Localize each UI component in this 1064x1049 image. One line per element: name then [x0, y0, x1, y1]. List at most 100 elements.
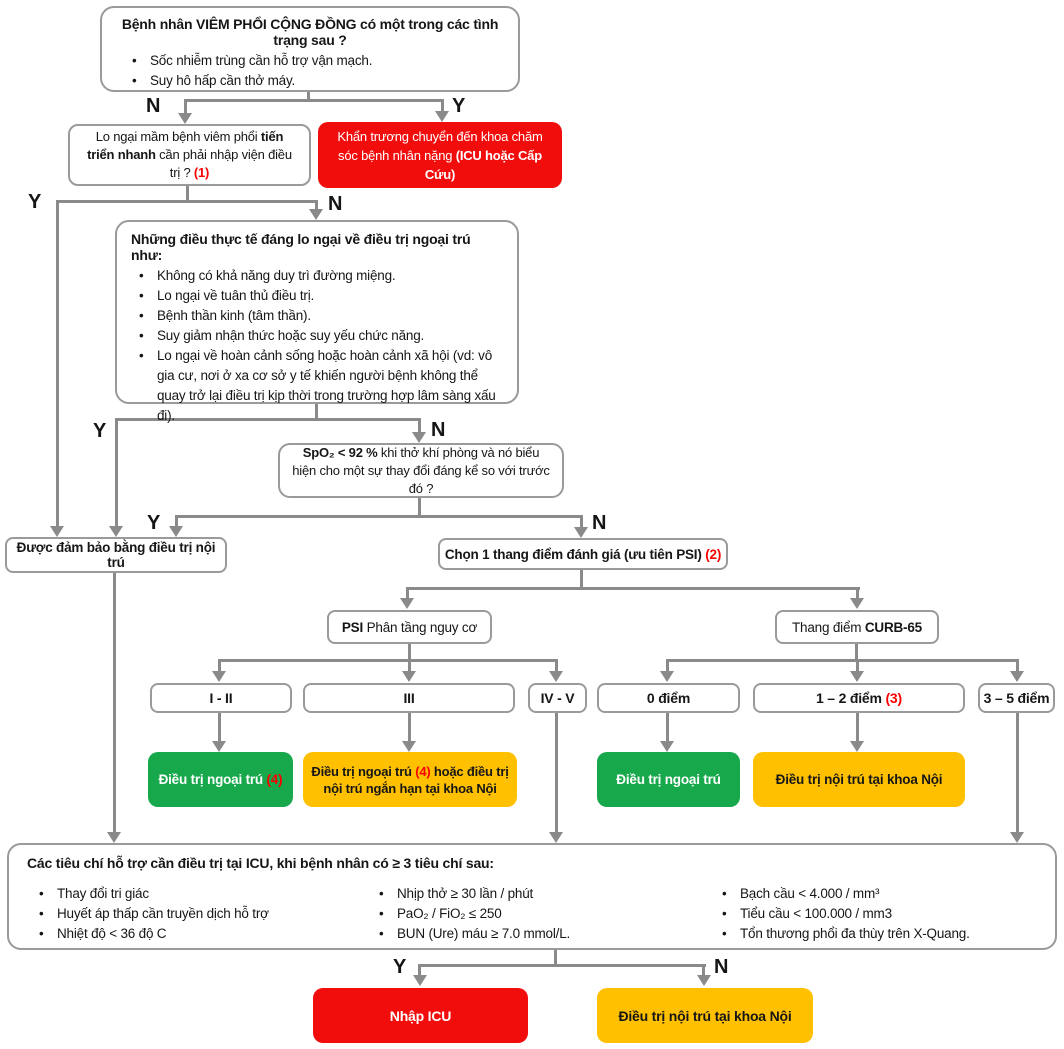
connector [56, 200, 318, 203]
arrow-down-icon [107, 832, 121, 843]
arrow-down-icon [309, 209, 323, 220]
node-label: I - II [209, 690, 233, 706]
node-psi-header: PSI Phân tầng nguy cơ [327, 610, 492, 644]
connector [418, 418, 421, 434]
connector [408, 711, 411, 742]
node-outcome-inpatient-ward-curb: Điều trị nội trú tại khoa Nội [753, 752, 965, 807]
connector [115, 418, 118, 527]
list-item: Sốc nhiễm trùng cần hỗ trợ vận mạch. [124, 51, 504, 71]
text-part-bold: PSI [341, 619, 364, 635]
arrow-down-icon [549, 832, 563, 843]
arrow-down-icon [850, 671, 864, 682]
arrow-down-icon [435, 111, 449, 122]
node-curb-3-5: 3 – 5 điểm [978, 683, 1055, 713]
arrow-down-icon [212, 671, 226, 682]
list-item: Tổn thương phổi đa thùy trên X-Quang. [714, 924, 1054, 944]
arrow-down-icon [400, 598, 414, 609]
footnote-ref: (4) [415, 763, 431, 779]
text-part: Thang điểm [792, 619, 865, 635]
footnote-ref: (2) [705, 546, 722, 562]
arrow-down-icon [413, 975, 427, 986]
connector [441, 99, 444, 113]
node-outcome-outpatient-psi: Điều trị ngoại trú (4) [148, 752, 293, 807]
connector [218, 659, 221, 673]
connector [856, 659, 859, 673]
arrow-down-icon [212, 741, 226, 752]
node-outpatient-concerns: Những điều thực tế đáng lo ngại về điều … [115, 220, 519, 423]
connector [666, 659, 669, 673]
node-label: Điều trị ngoại trú [158, 772, 267, 787]
text-part: khi thở khí phòng và nó biểu hiện cho mộ… [292, 444, 550, 496]
node-rapid-progression-question: Lo ngại mầm bệnh viêm phổi tiến triển nh… [68, 124, 311, 186]
node-label: hoặc điều trị nội trú ngắn hạn tại khoa … [323, 763, 509, 796]
arrow-down-icon [402, 671, 416, 682]
connector [184, 99, 187, 115]
text-part: Lo ngại mầm bệnh viêm phổi [95, 129, 261, 144]
node-label: Điều trị nội trú tại khoa Nội [775, 772, 943, 787]
node-psi-class-3: III [303, 683, 515, 713]
node-title: Các tiêu chí hỗ trợ cần điều trị tại ICU… [27, 855, 494, 871]
list-item: Bạch cầu < 4.000 / mm³ [714, 884, 1054, 904]
node-label: Nhập ICU [389, 1007, 452, 1024]
list-item: PaO₂ / FiO₂ ≤ 250 [371, 904, 691, 924]
connector [554, 948, 557, 967]
arrow-down-icon [178, 113, 192, 124]
connector [666, 659, 1019, 662]
node-label: Điều trị ngoại trú [616, 772, 721, 787]
connector [113, 571, 116, 834]
connector [580, 515, 583, 529]
footnote-ref: (4) [266, 772, 283, 787]
list-item: Nhịp thở ≥ 30 lần / phút [371, 884, 691, 904]
connector [175, 515, 178, 527]
node-psi-class-1-2: I - II [150, 683, 292, 713]
edge-label-no: N [328, 193, 343, 215]
list-item: Lo ngại về tuân thủ điều trị. [131, 286, 503, 306]
node-label: 1 – 2 điểm [816, 690, 886, 706]
edge-label-yes: Y [93, 420, 107, 442]
arrow-down-icon [660, 741, 674, 752]
list-item: Suy giảm nhận thức hoặc suy yếu chức năn… [131, 326, 503, 346]
text-part-bold: SpO₂ < 92 % [302, 444, 378, 460]
connector [418, 964, 706, 967]
arrow-down-icon [850, 741, 864, 752]
node-title: Những điều thực tế đáng lo ngại về điều … [131, 231, 471, 263]
list-item: BUN (Ure) máu ≥ 7.0 mmol/L. [371, 924, 691, 944]
node-label: III [403, 690, 415, 706]
node-outcome-inpatient-ward-final: Điều trị nội trú tại khoa Nội [597, 988, 813, 1043]
node-label: 0 điểm [646, 690, 691, 706]
arrow-down-icon [412, 432, 426, 443]
connector [418, 964, 421, 977]
arrow-down-icon [549, 671, 563, 682]
footnote-ref: (1) [193, 165, 210, 180]
arrow-down-icon [574, 527, 588, 538]
connector [666, 711, 669, 742]
edge-label-yes: Y [452, 95, 466, 117]
connector [315, 200, 318, 211]
connector [1016, 711, 1019, 834]
edge-label-yes: Y [147, 512, 161, 534]
list-item: Không có khả năng duy trì đường miệng. [131, 266, 503, 286]
text-part-bold: CURB-65 [864, 619, 922, 635]
connector [218, 659, 558, 662]
connector [218, 711, 221, 742]
connector [406, 587, 409, 600]
connector [408, 643, 411, 662]
node-curb-0: 0 điểm [597, 683, 740, 713]
node-outcome-outpatient-curb: Điều trị ngoại trú [597, 752, 740, 807]
text-part-bold: (ICU hoặc Cấp Cứu) [424, 147, 542, 182]
node-icu-criteria: Các tiêu chí hỗ trợ cần điều trị tại ICU… [7, 843, 1057, 950]
footnote-ref: (3) [885, 690, 902, 706]
arrow-down-icon [109, 526, 123, 537]
node-label: IV - V [540, 690, 575, 706]
connector [307, 90, 310, 101]
text-part: Phân tầng nguy cơ [363, 619, 478, 635]
connector [418, 496, 421, 518]
arrow-down-icon [850, 598, 864, 609]
text-part: Khẩn trương chuyển đến khoa chăm sóc bện… [337, 128, 543, 163]
node-curb65-header: Thang điểm CURB-65 [775, 610, 939, 644]
arrow-down-icon [1010, 671, 1024, 682]
node-spo2-question: SpO₂ < 92 % khi thở khí phòng và nó biểu… [278, 443, 564, 498]
connector [184, 99, 444, 102]
connector [1016, 659, 1019, 673]
